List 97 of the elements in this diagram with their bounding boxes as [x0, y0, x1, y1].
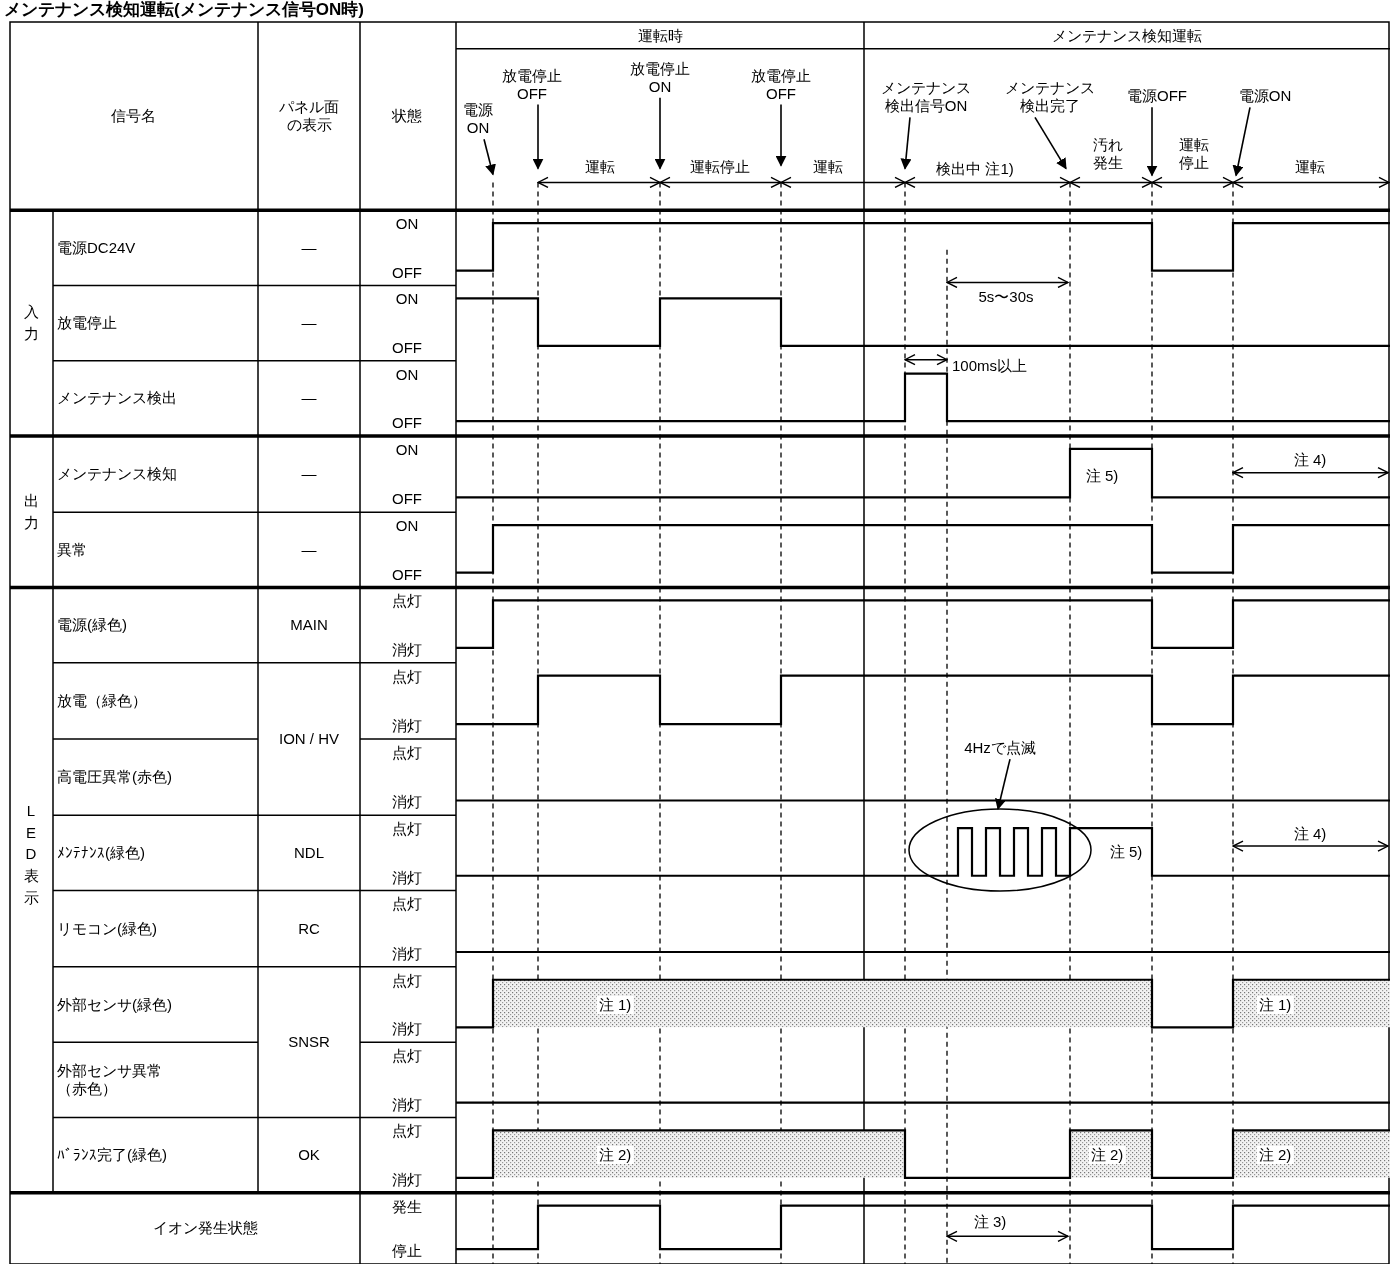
column-heading: メンテナンス検知運転 — [1052, 26, 1202, 45]
annotation-text: メンテナンス検出完了 — [1002, 79, 1098, 116]
panel-label: — — [301, 540, 317, 559]
phase-label: 検出中 注1) — [936, 159, 1014, 178]
note-label: 注 5) — [1107, 842, 1145, 861]
state-label: 点灯 — [392, 667, 422, 686]
annotation-text: 放電停止ON — [626, 59, 694, 96]
arrow — [483, 138, 496, 176]
panel-label: OK — [298, 1146, 320, 1165]
state-label: 点灯 — [392, 743, 422, 762]
signal-name: メンテナンス検出 — [57, 389, 177, 408]
state-label: ON — [395, 215, 419, 234]
highlight-ellipse — [908, 808, 1092, 892]
signal-name: 放電停止 — [57, 314, 117, 333]
note-label: 注 4) — [1291, 450, 1329, 469]
note-label: 注 2) — [596, 1146, 634, 1165]
signal-name: ﾒﾝﾃﾅﾝｽ(緑色) — [57, 843, 145, 862]
panel-label: — — [301, 465, 317, 484]
signal-name: 外部センサ(緑色) — [57, 995, 172, 1014]
state-label: 発生 — [392, 1197, 422, 1216]
panel-label: SNSR — [288, 1033, 330, 1052]
panel-label: NDL — [294, 843, 324, 862]
state-label: OFF — [392, 414, 422, 433]
arrow — [775, 103, 787, 167]
panel-label: ION / HV — [279, 730, 339, 749]
arrow — [900, 116, 912, 170]
column-heading: 信号名 — [110, 107, 156, 126]
arrow — [532, 103, 544, 170]
phase-label: 運転停止 — [690, 157, 750, 176]
state-label: 停止 — [392, 1242, 422, 1261]
state-label: OFF — [392, 263, 422, 282]
group-label: LED表示 — [22, 800, 40, 908]
state-label: 点灯 — [392, 1047, 422, 1065]
phase-label: 運転停止 — [1178, 135, 1210, 172]
annotation-text: 放電停止OFF — [747, 66, 815, 103]
panel-label: — — [301, 238, 317, 257]
dimension-label: 100ms以上 — [950, 356, 1030, 375]
annotation-text: 4Hzで点滅 — [964, 739, 1036, 758]
arrow — [994, 758, 1011, 811]
state-label: ON — [395, 365, 419, 384]
state-label: 消灯 — [392, 793, 422, 812]
state-label: 点灯 — [392, 971, 422, 990]
state-label: 消灯 — [392, 945, 422, 963]
state-label: 点灯 — [392, 1122, 422, 1141]
arrow — [1146, 106, 1158, 177]
panel-label: — — [301, 389, 317, 408]
signal-name: リモコン(緑色) — [57, 919, 157, 938]
diagram-title: メンテナンス検知運転(メンテナンス信号ON時) — [4, 0, 364, 21]
annotation-text: 電源ON — [1238, 87, 1292, 106]
dimension-label: 注 3) — [971, 1213, 1009, 1232]
phase-label: 運転 — [1295, 157, 1325, 176]
state-label: 消灯 — [392, 1170, 422, 1189]
note-label: 注 2) — [1256, 1146, 1294, 1165]
panel-label: RC — [298, 919, 320, 938]
signal-name: 外部センサ異常（赤色） — [57, 1061, 163, 1098]
annotation-text: 電源ON — [460, 101, 496, 138]
phase-label: 運転 — [813, 157, 843, 176]
column-heading: 運転時 — [637, 26, 683, 45]
signal-name: 放電（緑色） — [57, 691, 147, 710]
phase-label: 運転 — [585, 157, 615, 176]
signal-name: 電源(緑色) — [57, 616, 127, 635]
arrow — [1034, 116, 1067, 170]
phase-label: 汚れ発生 — [1092, 135, 1124, 172]
arrow — [654, 96, 666, 170]
state-label: 点灯 — [392, 895, 422, 914]
state-label: OFF — [392, 338, 422, 357]
annotation-text: 放電停止OFF — [498, 66, 566, 103]
state-label: 消灯 — [392, 868, 422, 887]
signal-name: ﾊﾞﾗﾝｽ完了(緑色) — [57, 1146, 167, 1165]
state-label: 消灯 — [392, 1095, 422, 1114]
state-label: ON — [395, 290, 419, 309]
arrow — [1232, 106, 1251, 177]
signal-name: メンテナンス検知 — [57, 465, 177, 484]
column-heading: パネル面の表示 — [278, 98, 340, 135]
state-label: 点灯 — [392, 592, 422, 611]
group-label: 出力 — [22, 491, 40, 534]
state-label: OFF — [392, 490, 422, 509]
signal-name: イオン発生状態 — [152, 1219, 258, 1238]
signal-name: 異常 — [57, 540, 87, 559]
state-label: 消灯 — [392, 640, 422, 659]
state-label: OFF — [392, 565, 422, 584]
panel-label: — — [301, 314, 317, 333]
state-label: 消灯 — [392, 1020, 422, 1039]
group-label: 入力 — [22, 302, 40, 345]
state-label: 消灯 — [392, 717, 422, 736]
column-heading: 状態 — [392, 107, 422, 126]
annotation-text: 電源OFF — [1127, 87, 1187, 106]
signal-name: 電源DC24V — [57, 238, 136, 257]
state-label: 点灯 — [392, 820, 422, 839]
signal-name: 高電圧異常(赤色) — [57, 768, 172, 787]
panel-label: MAIN — [290, 616, 328, 635]
note-label: 注 5) — [1083, 466, 1121, 485]
note-label: 注 2) — [1088, 1146, 1126, 1165]
state-label: ON — [395, 440, 419, 459]
annotation-text: メンテナンス検出信号ON — [878, 79, 974, 116]
state-label: ON — [395, 517, 419, 536]
note-label: 注 4) — [1291, 825, 1329, 844]
